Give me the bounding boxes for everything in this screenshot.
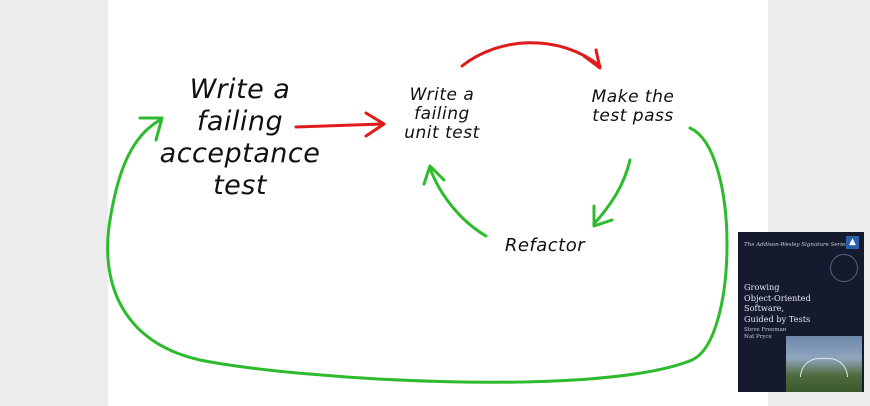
greenhouse-photo xyxy=(786,336,862,392)
book-title: Growing Object-Oriented Software, Guided… xyxy=(744,282,856,324)
arrowhead-pass-to-acceptance xyxy=(138,116,164,142)
node-refactor: Refactor xyxy=(490,235,600,256)
node-line: Refactor xyxy=(504,235,586,256)
greenhouse-dome xyxy=(800,358,848,377)
book-title-line: Software, xyxy=(744,303,785,313)
node-line: Write a xyxy=(189,74,291,105)
book-title-line: Guided by Tests xyxy=(744,313,811,324)
arrowhead-unit-to-pass xyxy=(582,48,602,70)
node-line: test xyxy=(213,169,267,201)
node-make-test-pass: Make the test pass xyxy=(578,87,688,127)
book-cover: The Addison-Wesley Signature Series ▲ Gr… xyxy=(738,232,864,392)
book-authors: Steve Freeman Nat Pryce xyxy=(744,327,804,342)
arrowhead-refactor-to-unit xyxy=(422,164,446,186)
node-line: unit test xyxy=(404,123,480,144)
arrow-acceptance-to-unit xyxy=(294,122,384,129)
whiteboard xyxy=(108,0,768,406)
node-line: failing xyxy=(414,104,470,125)
node-line: Write a xyxy=(409,85,475,105)
book-title-line: Object-Oriented xyxy=(744,292,811,303)
node-line: acceptance xyxy=(159,137,321,169)
arrow-refactor-to-unit xyxy=(428,166,488,238)
arrow-unit-to-pass xyxy=(460,41,602,68)
book-title-line: Growing xyxy=(744,282,780,292)
node-acceptance-test: Write a failing acceptance test xyxy=(140,74,340,201)
signature-seal-icon xyxy=(830,254,858,282)
node-line: test pass xyxy=(592,106,674,127)
node-line: failing xyxy=(196,105,284,137)
arrow-pass-to-acceptance xyxy=(106,118,729,384)
arrowhead-acceptance-to-unit xyxy=(364,111,386,138)
book-series: The Addison-Wesley Signature Series xyxy=(744,242,849,248)
node-line: Make the xyxy=(591,87,675,107)
book-author: Nat Pryce xyxy=(744,334,772,341)
node-unit-test: Write a failing unit test xyxy=(392,85,492,144)
book-author: Steve Freeman xyxy=(744,327,787,333)
publisher-logo-icon: ▲ xyxy=(846,236,859,249)
arrowhead-pass-to-refactor xyxy=(592,204,614,228)
arrow-pass-to-refactor xyxy=(592,158,632,226)
